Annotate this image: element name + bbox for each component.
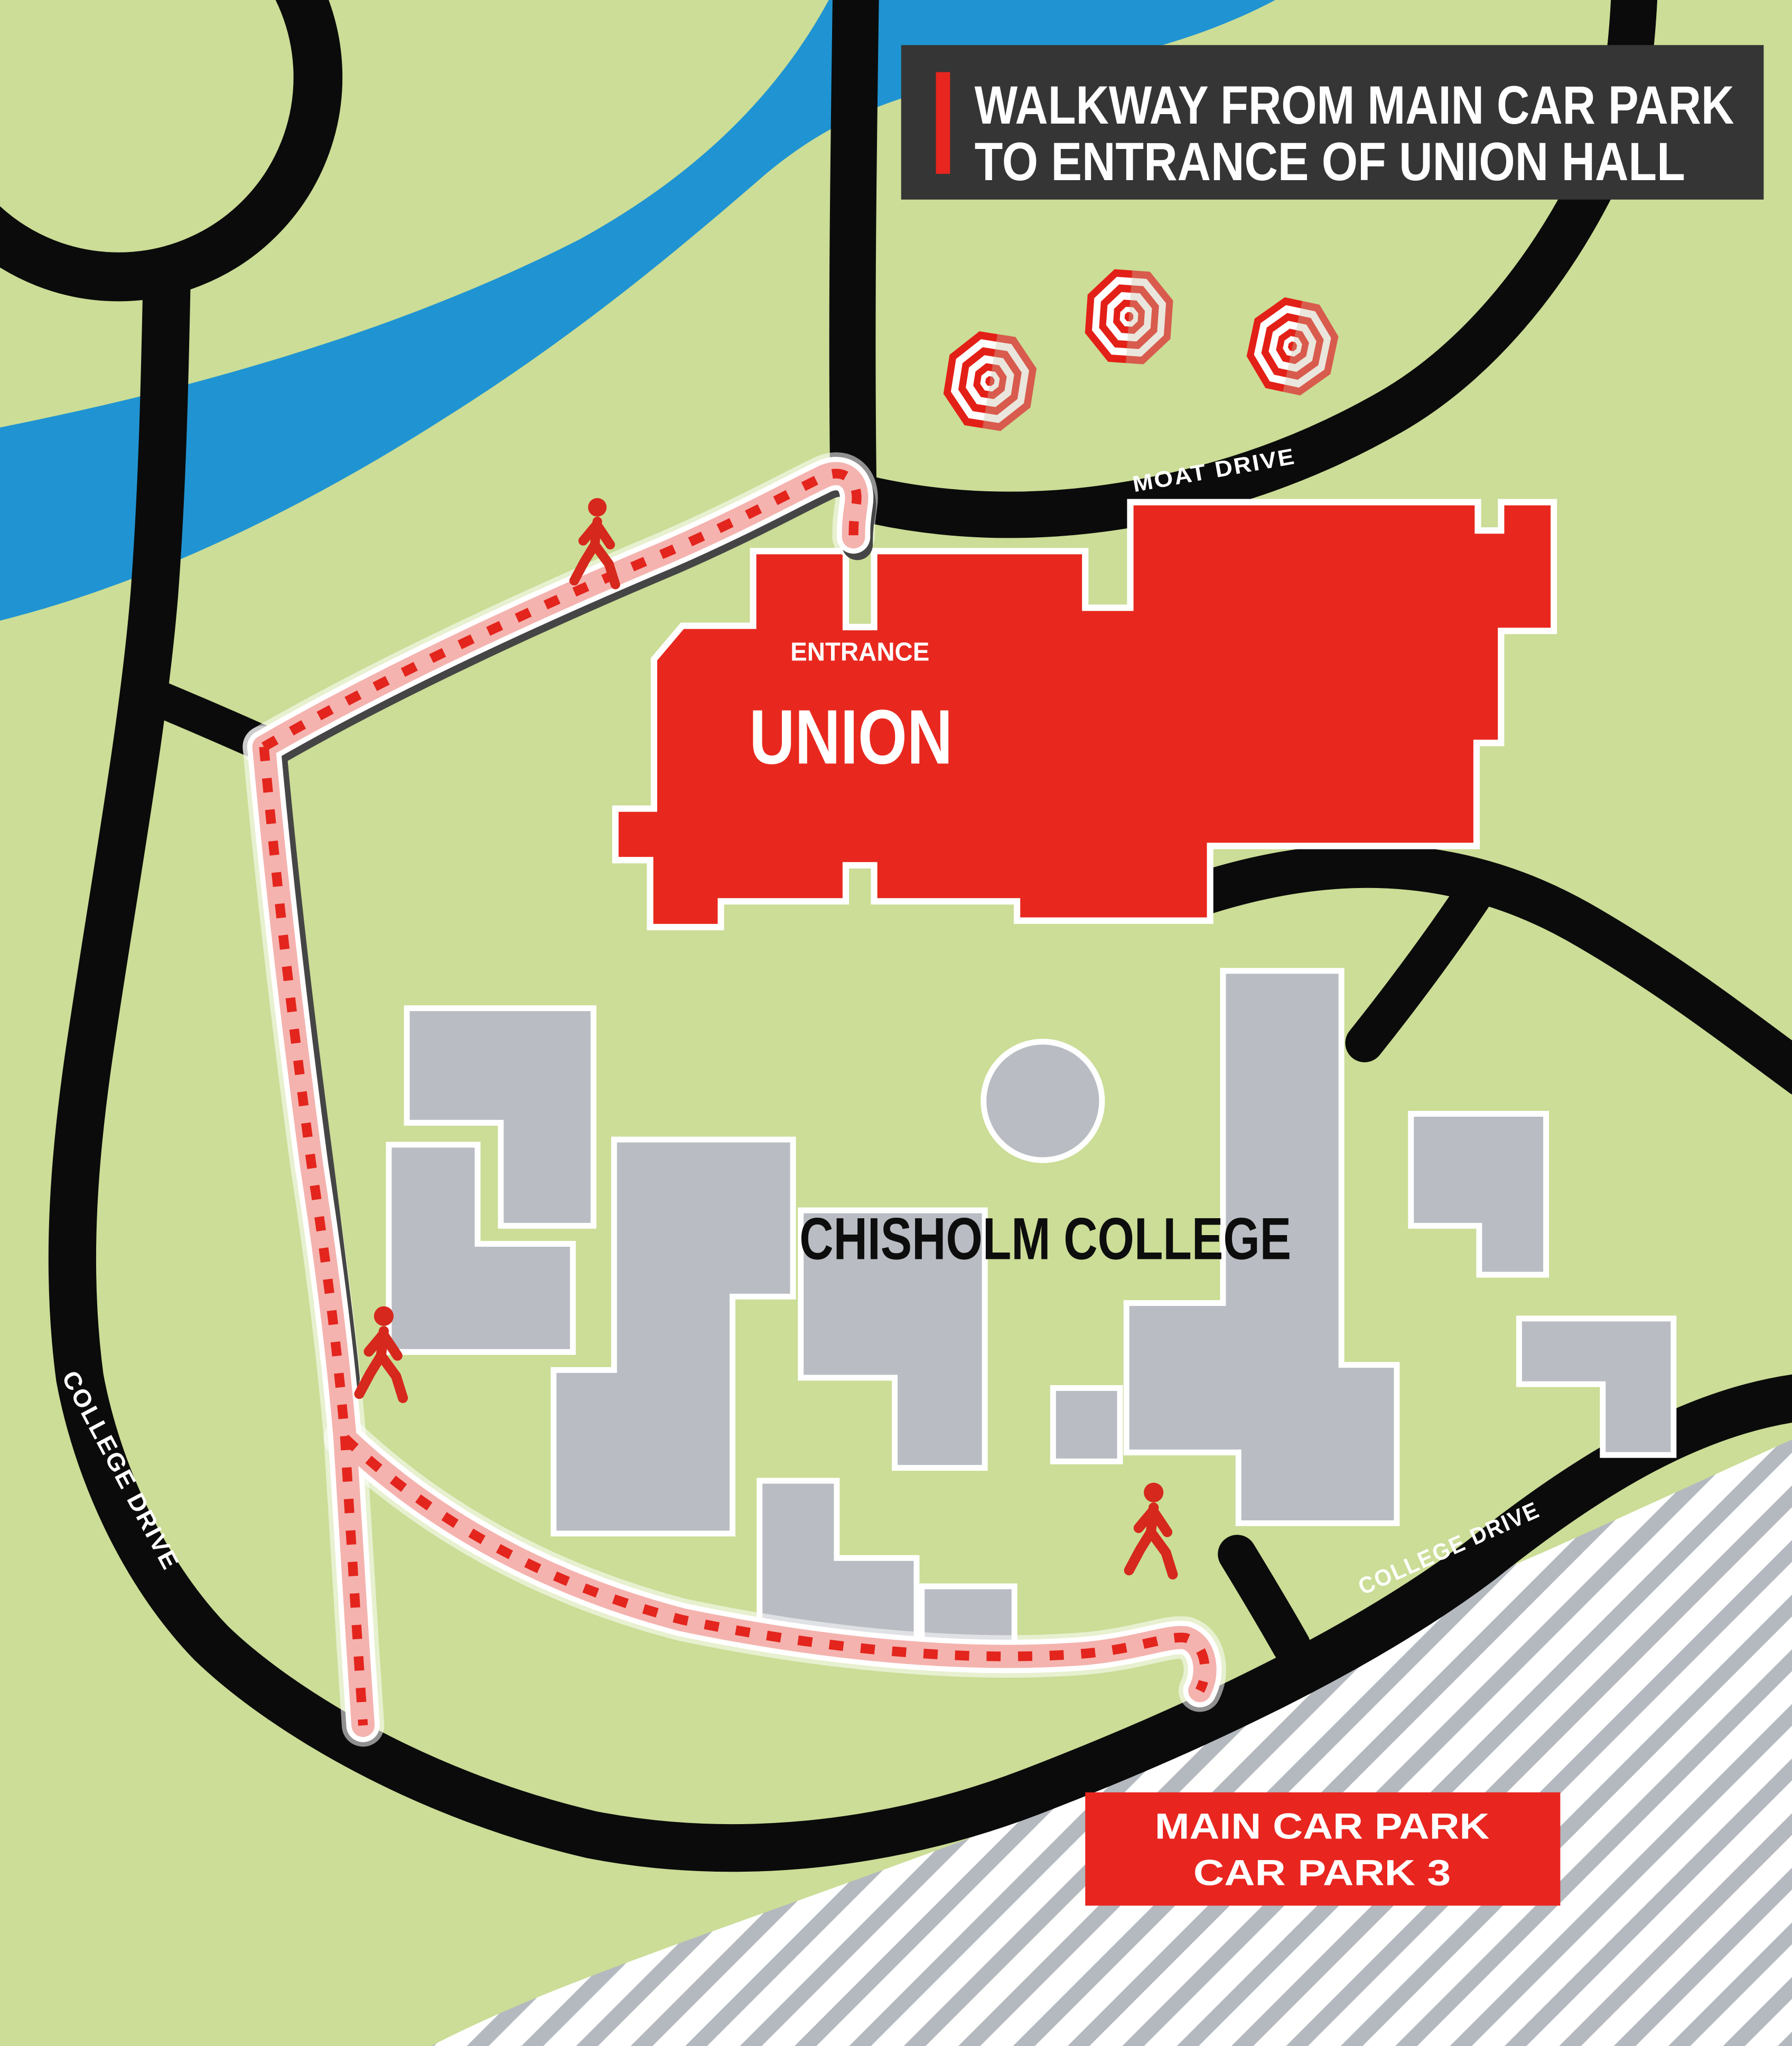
walkway-dashes [259, 469, 1210, 1726]
building [550, 1136, 796, 1537]
building [1123, 968, 1400, 1526]
title-line1: WALKWAY FROM MAIN CAR PARK [975, 74, 1734, 135]
east-campus-road [1172, 844, 1792, 1095]
car-park-label-box: MAIN CAR PARK CAR PARK 3 [1085, 1792, 1561, 1906]
building [404, 1005, 596, 1229]
car-park-road-stub [1218, 1535, 1311, 1665]
chisholm-college-label: CHISHOLM COLLEGE [799, 1206, 1291, 1272]
chisholm-college-buildings [386, 968, 1677, 1661]
building [798, 1207, 988, 1471]
round-building [981, 1039, 1105, 1163]
roundabout-icon [0, 0, 343, 302]
moat-drive-stem-road [829, 0, 879, 497]
building [1516, 1315, 1677, 1458]
car-park-line2: CAR PARK 3 [1193, 1853, 1451, 1893]
walkway-route [242, 452, 1226, 1747]
river [0, 0, 1275, 621]
building [1408, 1110, 1550, 1278]
building [1050, 1385, 1123, 1464]
union-label: UNION [749, 694, 953, 780]
union-entrance-label: ENTRANCE [790, 638, 929, 666]
union-hall-building [612, 499, 1557, 931]
east-campus-road-branch [1345, 861, 1502, 1062]
car-park-line1: MAIN CAR PARK [1155, 1807, 1490, 1847]
college-drive-road [48, 250, 1792, 1872]
title-box: WALKWAY FROM MAIN CAR PARK TO ENTRANCE O… [901, 45, 1764, 200]
roads [0, 0, 1792, 1872]
title-accent-bar [936, 72, 950, 174]
title-line2: TO ENTRANCE OF UNION HALL [975, 131, 1685, 192]
building [386, 1142, 576, 1355]
